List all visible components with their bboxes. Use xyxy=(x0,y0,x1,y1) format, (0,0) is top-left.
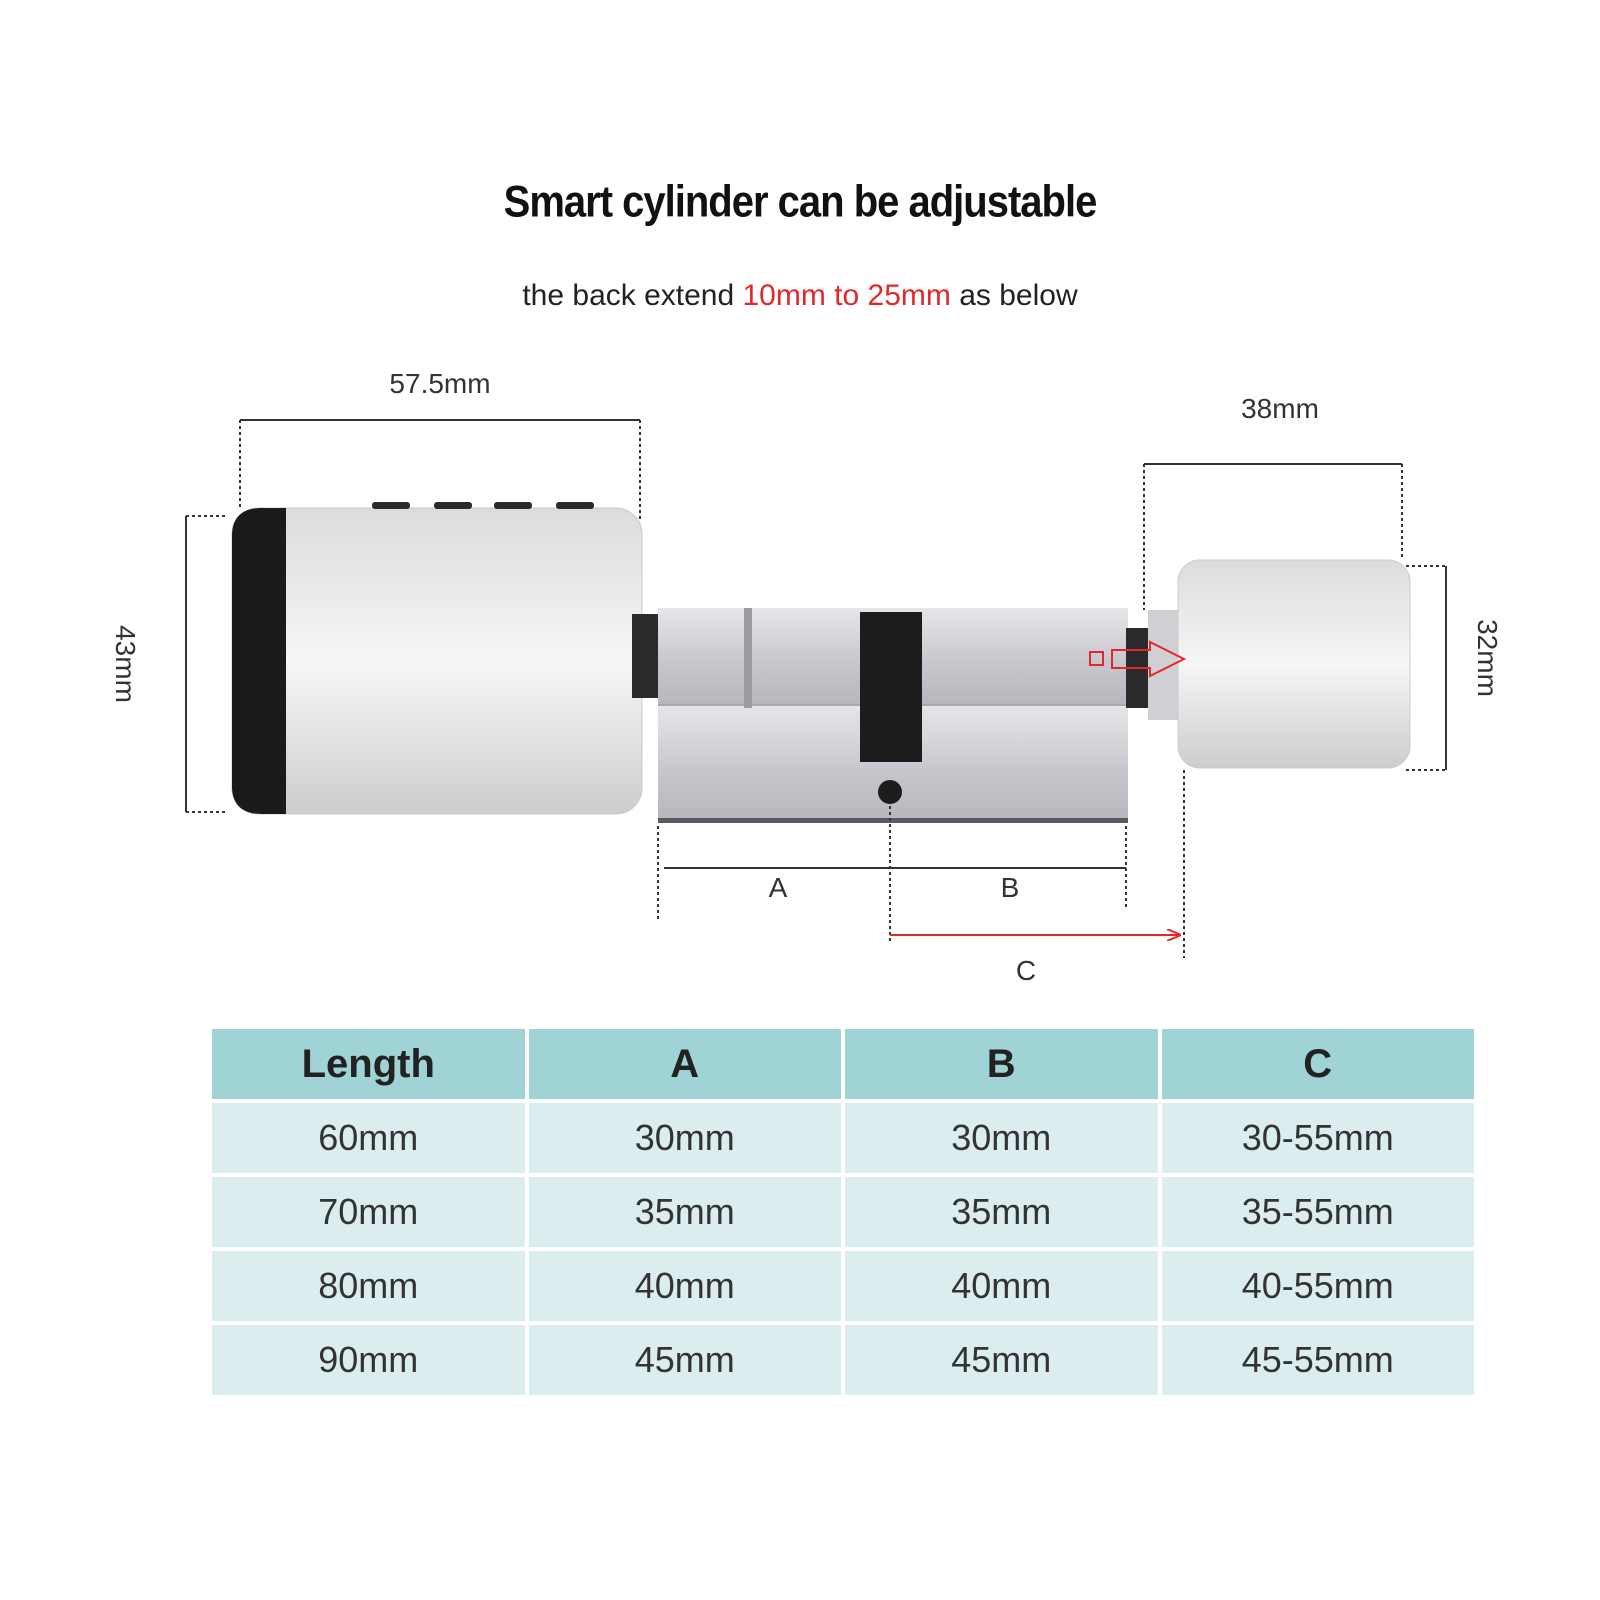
cell-c: 35-55mm xyxy=(1157,1173,1478,1251)
dim-a-label: A xyxy=(769,872,788,903)
col-header-c: C xyxy=(1157,1025,1478,1103)
col-header-a: A xyxy=(524,1025,845,1103)
table-row: 70mm 35mm 35mm 35-55mm xyxy=(208,1173,1478,1251)
dim-back-height-label: 32mm xyxy=(1472,619,1503,697)
dim-front-height-label: 43mm xyxy=(110,625,141,703)
dim-b-label: B xyxy=(1001,872,1020,903)
cylinder-diagram: 57.5mm 43mm 38mm 32mm A B C xyxy=(110,368,1503,986)
dim-front-width: 57.5mm xyxy=(239,368,641,522)
cell-length: 80mm xyxy=(208,1247,529,1325)
dim-front-width-label: 57.5mm xyxy=(389,368,490,399)
page-title: Smart cylinder can be adjustable xyxy=(503,177,1098,227)
cell-b: 45mm xyxy=(841,1321,1162,1399)
cell-c: 40-55mm xyxy=(1157,1247,1478,1325)
cell-length: 90mm xyxy=(208,1321,529,1399)
dim-back-width-label: 38mm xyxy=(1241,393,1319,424)
cell-b: 30mm xyxy=(841,1099,1162,1177)
subtitle-text-before: the back extend xyxy=(522,279,743,312)
subtitle-text-after: as below xyxy=(950,279,1078,312)
table-row: 90mm 45mm 45mm 45-55mm xyxy=(208,1321,1478,1399)
cylinder-body xyxy=(658,608,1128,823)
dim-back-height: 32mm xyxy=(1406,565,1503,771)
dim-abc: A B C xyxy=(657,770,1185,986)
dim-front-height: 43mm xyxy=(110,515,228,813)
cell-c: 45-55mm xyxy=(1157,1321,1478,1399)
back-knob xyxy=(1177,559,1411,769)
cell-a: 40mm xyxy=(524,1247,845,1325)
dim-c-label: C xyxy=(1016,955,1036,986)
length-spec-table: Length A B C 60mm 30mm 30mm 30-55mm 70mm… xyxy=(208,1025,1478,1399)
cell-c: 30-55mm xyxy=(1157,1099,1478,1177)
cell-a: 45mm xyxy=(524,1321,845,1399)
table-header-row: Length A B C xyxy=(208,1025,1478,1103)
front-knob xyxy=(231,502,643,815)
cell-a: 30mm xyxy=(524,1099,845,1177)
dim-back-width: 38mm xyxy=(1143,393,1403,610)
table-row: 60mm 30mm 30mm 30-55mm xyxy=(208,1099,1478,1177)
cell-a: 35mm xyxy=(524,1173,845,1251)
extension-arrow-icon xyxy=(1089,640,1187,678)
subtitle-highlight: 10mm to 25mm xyxy=(742,279,951,312)
cell-length: 70mm xyxy=(208,1173,529,1251)
cell-length: 60mm xyxy=(208,1099,529,1177)
col-header-length: Length xyxy=(208,1025,529,1103)
left-collar xyxy=(632,614,660,698)
subtitle: the back extend 10mm to 25mm as below xyxy=(0,279,1600,313)
table-row: 80mm 40mm 40mm 40-55mm xyxy=(208,1247,1478,1325)
col-header-b: B xyxy=(841,1025,1162,1103)
cell-b: 35mm xyxy=(841,1173,1162,1251)
cell-b: 40mm xyxy=(841,1247,1162,1325)
